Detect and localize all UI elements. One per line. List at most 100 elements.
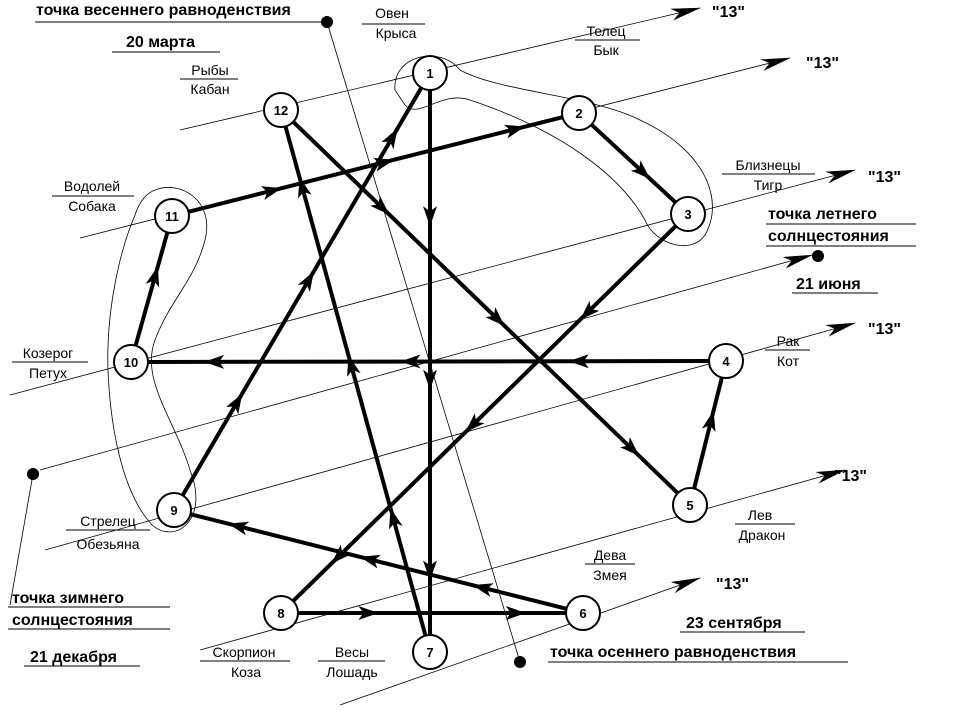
node-circle-7 [412, 634, 448, 670]
edge-arrowhead-4-10 [204, 354, 225, 369]
projection-line-6 [199, 469, 846, 651]
edge-arrowhead-4-10 [400, 354, 421, 369]
node-number-4: 4 [722, 354, 730, 369]
edge-arrowhead-12-5 [485, 307, 505, 327]
node-number-8: 8 [277, 606, 284, 621]
edge-arrowhead-1-7 [423, 206, 437, 227]
sign-label-12: Рыбы [191, 62, 228, 78]
edge-arrowhead-12-5 [620, 437, 640, 457]
node-circle-12 [263, 92, 299, 128]
node-number-6: 6 [579, 606, 586, 621]
edge-line-5-4 [692, 377, 724, 489]
projection-line-3 [9, 169, 856, 396]
edge-arrowhead-3-8 [580, 300, 600, 320]
projection-line-7 [339, 577, 701, 706]
equinox-axis-line [326, 21, 521, 663]
edge-arrowhead-8-6 [505, 606, 526, 620]
node-11: 11 [154, 198, 190, 234]
edge-arrowhead-11-2 [373, 157, 395, 172]
sign-label-4: Рак [777, 333, 801, 349]
winter-solstice-leader-line [9, 473, 34, 606]
animal-label-1: Крыса [376, 25, 417, 41]
edge-arrowhead-3-8 [465, 413, 485, 433]
edge-arrowhead-9-1 [381, 128, 398, 150]
summer-solstice-title-2: солнцестояния [768, 228, 889, 245]
animal-label-4: Кот [777, 353, 800, 369]
edge-line-4-10 [147, 359, 710, 364]
edge-arrowhead-7-12 [347, 355, 361, 377]
edge-9-1 [180, 86, 424, 497]
thirteen-labels: "13" "13" "13" "13" "13" "13" [712, 4, 901, 593]
edge-arrowhead-9-1 [226, 393, 243, 415]
thirteen-label: "13" [806, 55, 839, 72]
thirteen-label: "13" [868, 169, 901, 186]
node-number-5: 5 [686, 498, 693, 513]
node-number-2: 2 [575, 106, 582, 121]
edge-arrowhead-6-9 [472, 583, 494, 597]
edge-6-9 [189, 512, 568, 611]
node-circle-8 [263, 595, 299, 631]
edge-line-10-11 [133, 231, 170, 347]
node-5: 5 [672, 487, 708, 523]
edge-line-11-2 [187, 115, 564, 214]
edge-8-6 [298, 606, 566, 620]
edge-11-2 [187, 115, 564, 214]
thirteen-label: "13" [716, 576, 749, 593]
node-6: 6 [565, 595, 601, 631]
sign-label-6: Дева [594, 547, 627, 563]
edge-4-10 [147, 354, 710, 369]
animal-label-11: Собака [68, 198, 116, 214]
edge-2-3 [590, 123, 677, 204]
sign-label-7: Весы [335, 644, 369, 660]
node-number-11: 11 [165, 209, 179, 224]
edge-arrowhead-6-9 [359, 554, 381, 569]
node-2: 2 [561, 95, 597, 131]
spring-equinox-title: точка весеннего равноденствия [36, 2, 291, 19]
animal-label-8: Коза [231, 664, 261, 680]
node-number-1: 1 [426, 66, 433, 81]
sign-label-1: Овен [375, 5, 409, 21]
node-number-10: 10 [124, 355, 138, 370]
thirteen-label: "13" [834, 468, 867, 485]
node-12: 12 [263, 92, 299, 128]
node-number-12: 12 [274, 103, 288, 118]
edge-5-4 [692, 377, 724, 489]
animal-label-12: Кабан [190, 81, 229, 97]
node-3: 3 [670, 196, 706, 232]
sign-label-8: Скорпион [213, 644, 276, 660]
edge-line-9-1 [180, 86, 424, 497]
edge-arrowhead-6-9 [228, 521, 250, 536]
winter-solstice-title-1: точка зимнего [12, 590, 124, 607]
winter-solstice-date: 21 декабря [30, 649, 117, 666]
spring-equinox-date: 20 марта [126, 34, 195, 51]
animal-label-6: Змея [593, 567, 626, 583]
edge-10-11 [133, 231, 170, 347]
sign-label-2: Телец [586, 23, 625, 39]
node-number-3: 3 [684, 207, 691, 222]
label-underlines [8, 21, 916, 667]
thirteen-label: "13" [712, 4, 745, 21]
group-outline-9-10-11 [107, 187, 208, 533]
node-circle-3 [670, 196, 706, 232]
animal-label-2: Бык [593, 42, 619, 58]
summer-solstice-dot [812, 250, 824, 262]
group-outline-1-2-3 [394, 55, 713, 246]
node-circle-4 [708, 343, 744, 379]
autumn-equinox-dot [514, 656, 526, 668]
animal-label-9: Обезьяна [76, 536, 139, 552]
edge-arrowhead-5-4 [701, 410, 716, 432]
sign-label-11: Водолей [64, 178, 120, 194]
sign-label-9: Стрелец [80, 513, 136, 529]
animal-label-7: Лошадь [326, 664, 377, 680]
edge-arrowhead-7-12 [389, 508, 403, 530]
edge-arrowhead-1-7 [423, 369, 437, 390]
node-circle-5 [672, 487, 708, 523]
edge-line-3-8 [291, 224, 678, 603]
sign-labels: Овен Крыса Телец Бык Близнецы Тигр Рак К… [23, 5, 801, 680]
sign-label-3: Близнецы [735, 157, 800, 173]
node-circle-11 [154, 198, 190, 234]
edge-arrowhead-8-6 [358, 606, 379, 620]
edge-line-7-12 [283, 125, 428, 637]
node-circle-6 [565, 595, 601, 631]
